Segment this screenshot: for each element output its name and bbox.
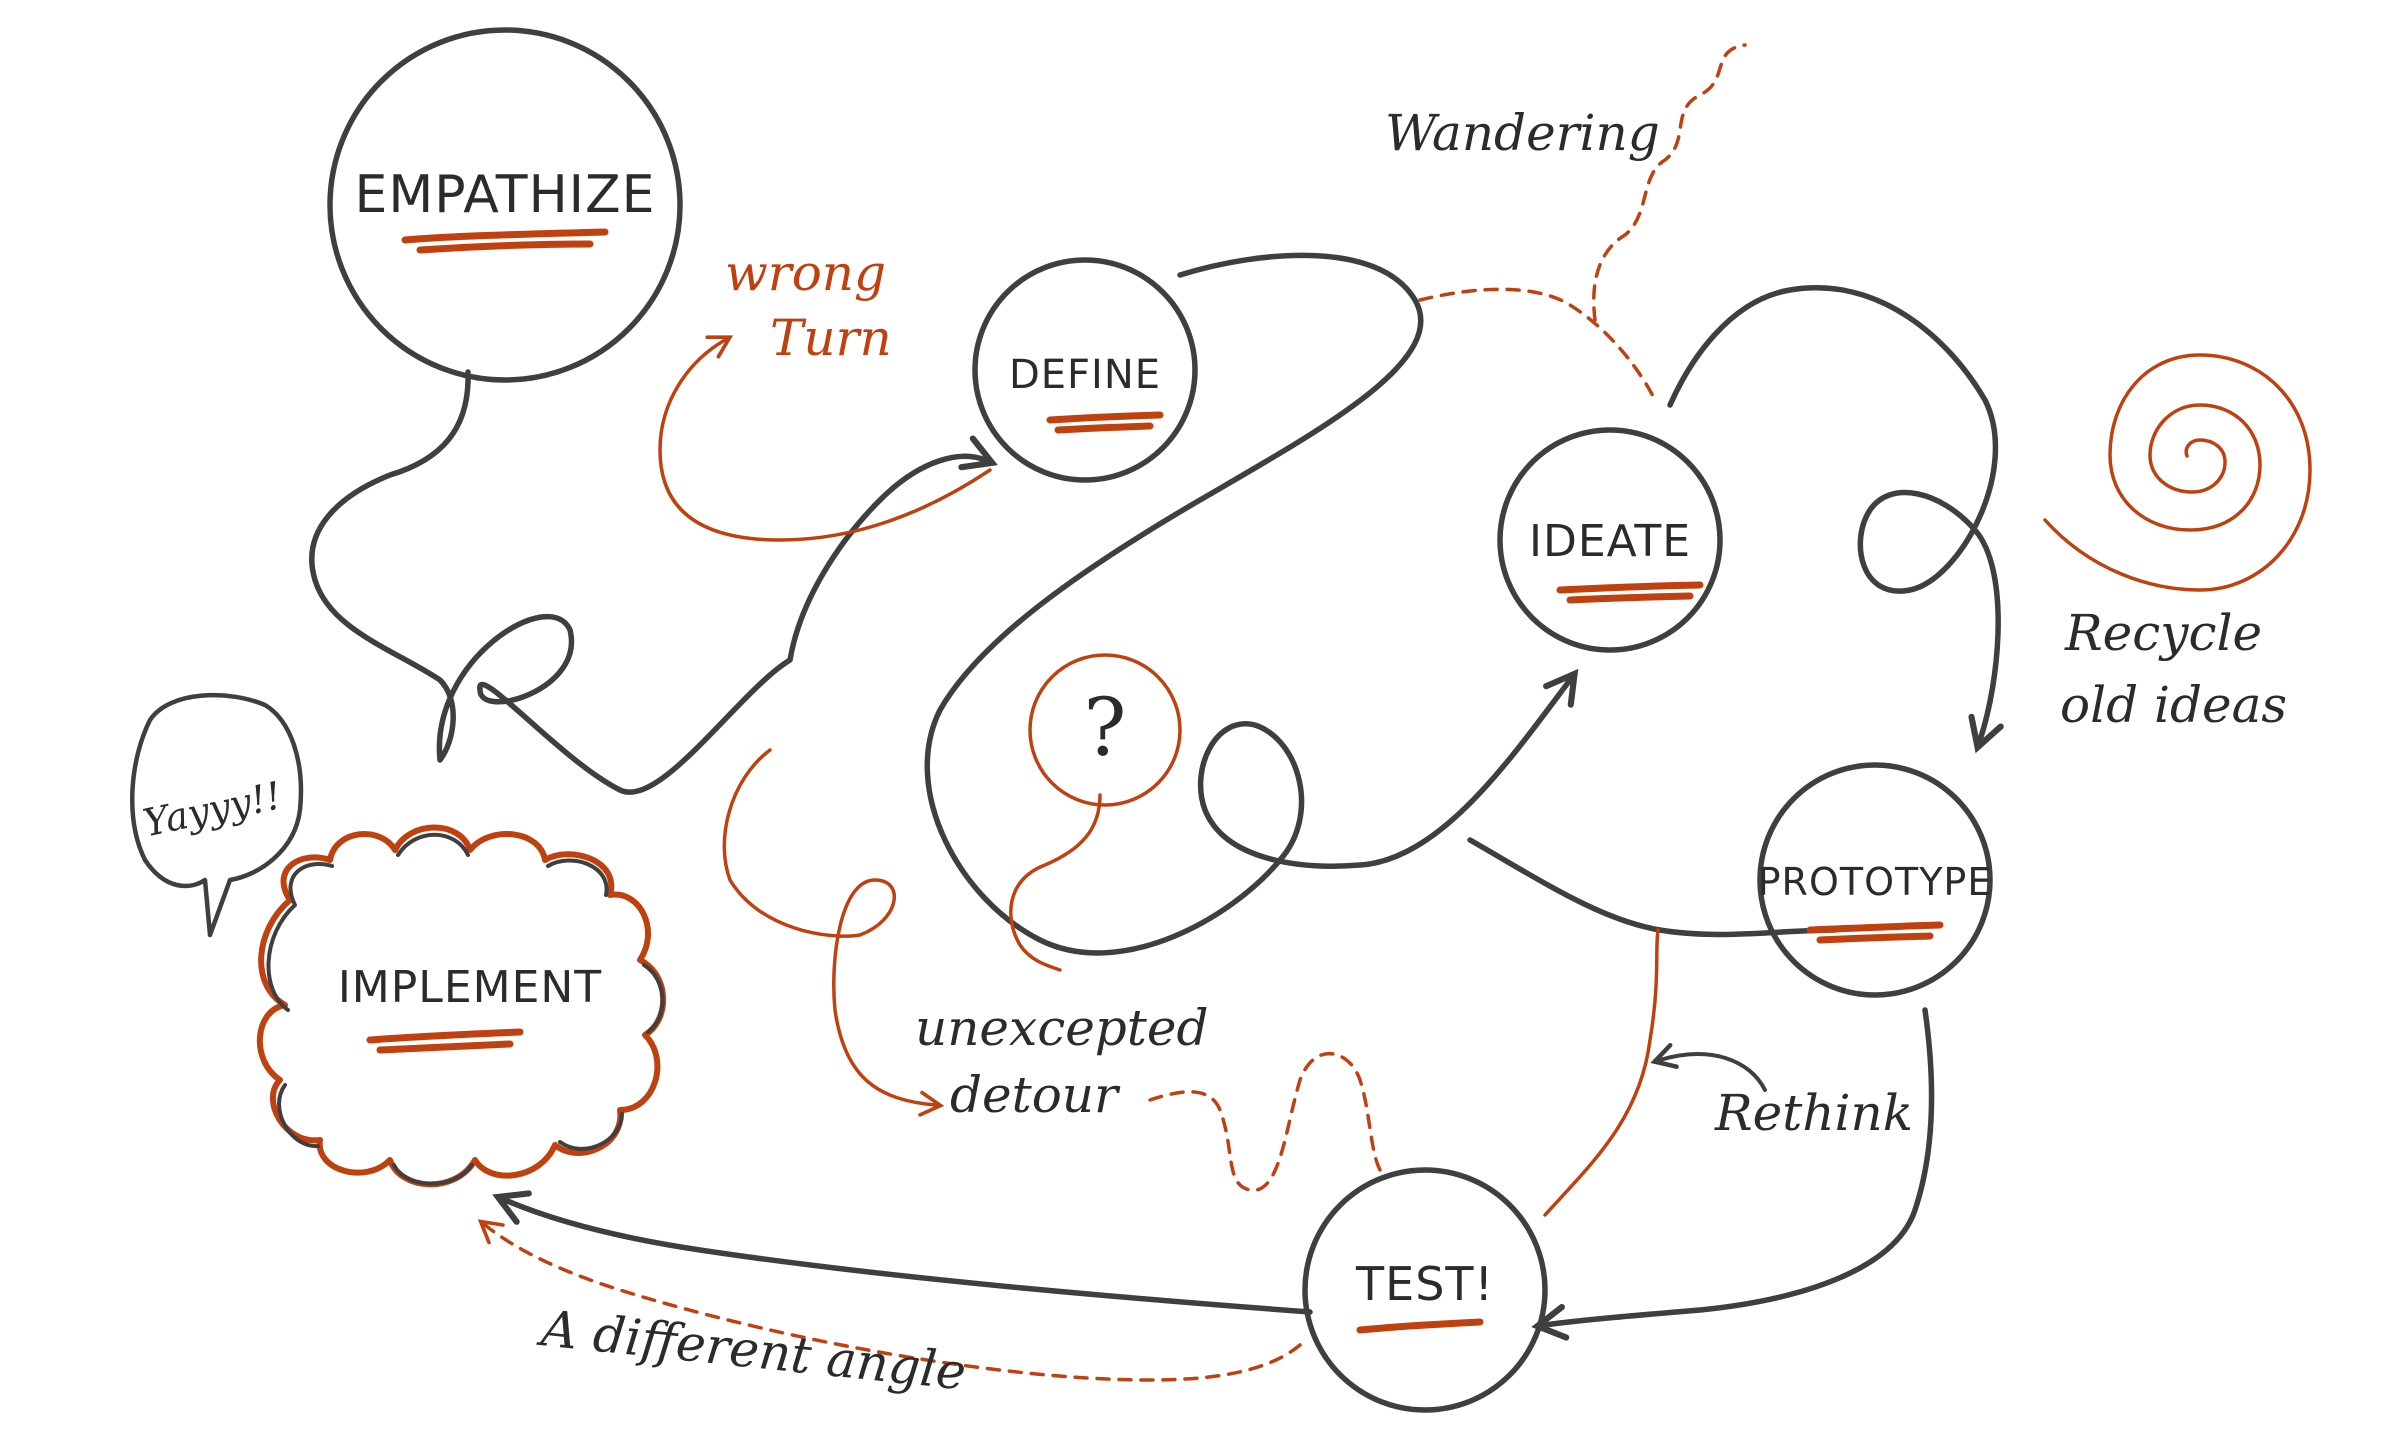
path-define-to-ideate [924, 252, 1579, 956]
question-balloon-string [1009, 793, 1102, 972]
stage-prototype-label: PROTOTYPE [1758, 860, 1993, 904]
rethink-loop-path [1543, 928, 1660, 1217]
question-balloon: ? [1028, 653, 1182, 807]
stage-test: TEST! [1302, 1167, 1548, 1413]
stage-empathize: EMPATHIZE [327, 27, 683, 383]
yay-text: Yayyy!! [139, 773, 285, 845]
implement-cloud-outline [256, 824, 667, 1188]
rethink-label: Rethink [1714, 1084, 1913, 1142]
stage-ideate-label: IDEATE [1529, 516, 1691, 567]
path-empathize-to-define [309, 369, 998, 795]
recycle-label-1: Recycle [2064, 604, 2262, 662]
stage-test-label: TEST! [1355, 1257, 1494, 1311]
detour-dashed-path [1148, 1051, 1382, 1192]
wandering-label: Wandering [1385, 104, 1660, 162]
yay-speech-bubble: Yayyy!! [130, 692, 304, 938]
stage-ideate: IDEATE [1497, 427, 1723, 653]
unexpected-detour-path [722, 748, 945, 1117]
wrong-turn-path [658, 335, 992, 542]
stage-implement-label: IMPLEMENT [338, 962, 602, 1013]
different-angle-label: A different angle [535, 1299, 969, 1402]
unexpected-label-1: unexcepted [915, 999, 1208, 1057]
path-test-to-implement [492, 1190, 1313, 1315]
recycle-label-2: old ideas [2060, 676, 2287, 734]
path-prototype-to-test [1531, 1007, 1935, 1341]
unexpected-label-2: detour [950, 1066, 1121, 1124]
path-ideate-to-prototype [1667, 285, 2004, 754]
recycle-spiral [2043, 353, 2312, 592]
wrong-turn-label-2: Turn [770, 309, 892, 367]
wandering-path [1418, 287, 1657, 402]
stage-define-label: DEFINE [1009, 352, 1161, 398]
implement-cloud-shadow [266, 832, 665, 1186]
wrong-turn-label-1: wrong [725, 244, 886, 302]
path-lower-connector [1467, 837, 1838, 938]
different-angle-path [477, 1219, 1302, 1382]
rethink-arrow [1650, 1043, 1767, 1092]
stage-empathize-label: EMPATHIZE [355, 165, 656, 225]
stage-prototype: PROTOTYPE [1757, 762, 1993, 998]
stage-define: DEFINE [972, 257, 1198, 483]
stage-implement: IMPLEMENT [256, 824, 667, 1188]
wandering-trail [1592, 43, 1747, 322]
question-mark: ? [1084, 681, 1127, 774]
